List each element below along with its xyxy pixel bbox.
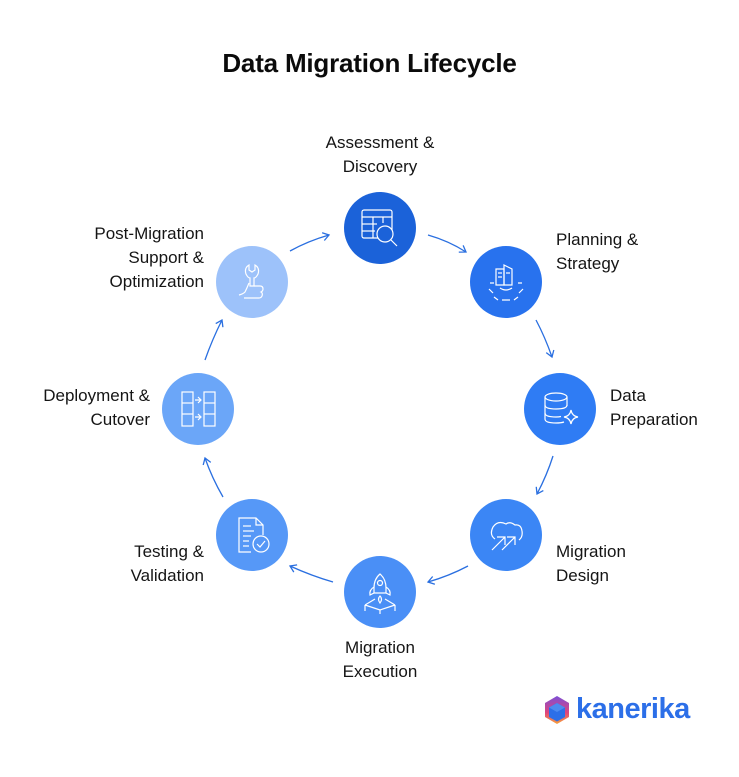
stage-node-planning[interactable] — [470, 246, 542, 318]
stage-node-preparation[interactable] — [524, 373, 596, 445]
stage-label-line: Assessment & — [325, 133, 435, 152]
arrow-assessment-to-planning — [427, 234, 467, 253]
stage-label-line: Planning & — [556, 230, 639, 249]
arrow-deployment-to-post — [204, 318, 224, 361]
arrow-testing-to-deployment — [202, 456, 224, 498]
page-title: Data Migration Lifecycle — [222, 48, 517, 78]
columns-transfer-icon — [181, 391, 216, 427]
stage-label-design: Migration Design — [556, 540, 686, 588]
stage-label-line: Data — [610, 386, 646, 405]
stage-label-line: Discovery — [342, 157, 418, 176]
logo-text: kanerika — [576, 693, 690, 725]
stage-label-line: Cutover — [90, 410, 150, 429]
arrow-execution-to-testing — [288, 564, 334, 583]
wrench-thumbs-up-icon — [238, 263, 264, 299]
database-sparkle-icon — [544, 392, 579, 425]
stage-label-assessment: Assessment & Discovery — [300, 131, 460, 179]
stage-label-line: Preparation — [610, 410, 698, 429]
arrow-post-to-assessment — [289, 232, 331, 252]
stage-node-deployment[interactable] — [162, 373, 234, 445]
arrow-preparation-to-design — [535, 455, 554, 496]
arrow-design-to-execution — [426, 565, 469, 585]
stage-node-design[interactable] — [470, 499, 542, 571]
stage-label-line: Post-Migration — [94, 224, 204, 243]
kanerika-cube-logo-icon — [545, 695, 569, 724]
stage-node-assessment[interactable] — [344, 192, 416, 264]
table-search-icon — [361, 209, 398, 247]
stage-label-planning: Planning & Strategy — [556, 228, 696, 276]
stage-node-testing[interactable] — [216, 499, 288, 571]
stage-label-line: Migration — [345, 638, 415, 657]
stage-label-line: Validation — [130, 566, 204, 585]
stage-label-line: Support & — [128, 248, 204, 267]
stage-label-line: Design — [556, 566, 609, 585]
cloud-arrows-icon — [490, 521, 523, 551]
stage-label-line: Optimization — [109, 272, 204, 291]
stage-label-testing: Testing & Validation — [84, 540, 204, 588]
stage-label-line: Deployment & — [43, 386, 150, 405]
stage-label-execution: Migration Execution — [300, 636, 460, 684]
stage-node-execution[interactable] — [344, 556, 416, 628]
stage-label-line: Migration — [556, 542, 626, 561]
stage-node-post-migration[interactable] — [216, 246, 288, 318]
kanerika-logo: kanerika — [544, 693, 690, 726]
stage-label-deployment: Deployment & Cutover — [20, 384, 150, 432]
document-check-icon — [238, 517, 270, 553]
stage-label-line: Execution — [342, 662, 418, 681]
stage-label-post-migration: Post-Migration Support & Optimization — [40, 222, 204, 294]
building-gear-icon — [488, 264, 524, 301]
rocket-launch-icon — [364, 573, 396, 614]
stage-label-line: Testing & — [134, 542, 204, 561]
stage-label-line: Strategy — [556, 254, 620, 273]
arrow-planning-to-preparation — [535, 319, 555, 359]
stage-label-preparation: Data Preparation — [610, 384, 739, 432]
